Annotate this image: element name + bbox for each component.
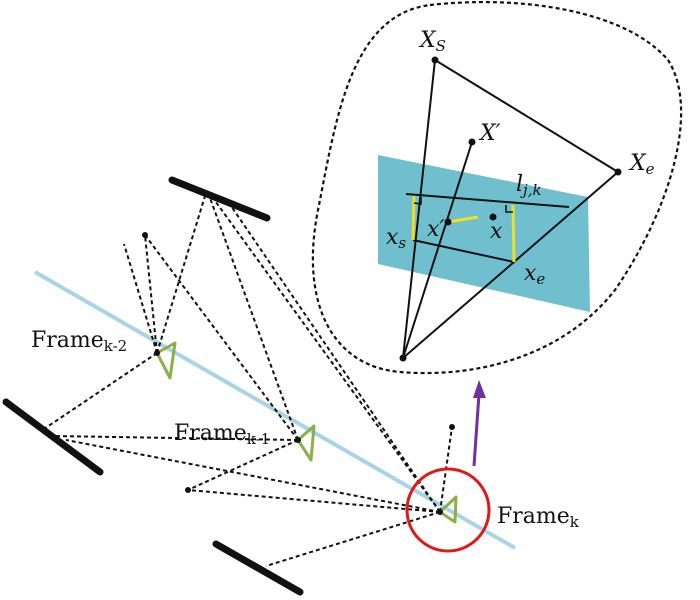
point-feature (449, 424, 455, 430)
label-Xprime: X′ (478, 121, 501, 146)
point-Xprime (468, 138, 476, 146)
frame-k1-label: Framek-1 (174, 421, 270, 448)
frame-k-label: Framek (497, 504, 580, 531)
line-feature-top (168, 176, 271, 222)
camera-frame-k2-icon (154, 341, 177, 380)
label-xe: xe (524, 261, 545, 288)
label-Xs: XS (418, 28, 446, 55)
geometry-points (399, 56, 622, 362)
3d-line-segment (434, 59, 619, 173)
right-angle-markers (413, 197, 513, 213)
map-line-features (2, 176, 304, 596)
label-xprime: x′ (427, 217, 444, 242)
reprojection-error-marks (411, 195, 516, 263)
point-feature (185, 487, 191, 493)
label-ljk: lj,k (516, 172, 542, 199)
label-xs: xs (386, 225, 406, 252)
observed-line-segment (412, 239, 515, 263)
zoom-inset-outline (311, 0, 683, 375)
label-Xe: Xe (628, 151, 655, 178)
reprojected-line (405, 193, 570, 208)
projection-geometry (402, 59, 619, 359)
frame-k2-label: Framek-2 (31, 328, 127, 355)
line-feature-bottom (212, 540, 304, 596)
point-features (142, 232, 455, 493)
point-Xe (614, 168, 622, 176)
point-xprime (444, 218, 452, 226)
line-feature-left (2, 398, 104, 476)
zoom-arrow-icon (472, 380, 486, 467)
camera-frame-k-icon (437, 495, 458, 524)
point-x (489, 213, 497, 221)
label-x: x (490, 219, 503, 244)
camera-frame-k1-icon (295, 424, 316, 462)
camera-center (399, 354, 407, 362)
point-Xs (431, 56, 439, 64)
point-feature (142, 232, 148, 238)
current-frame-highlight-circle (405, 467, 491, 553)
